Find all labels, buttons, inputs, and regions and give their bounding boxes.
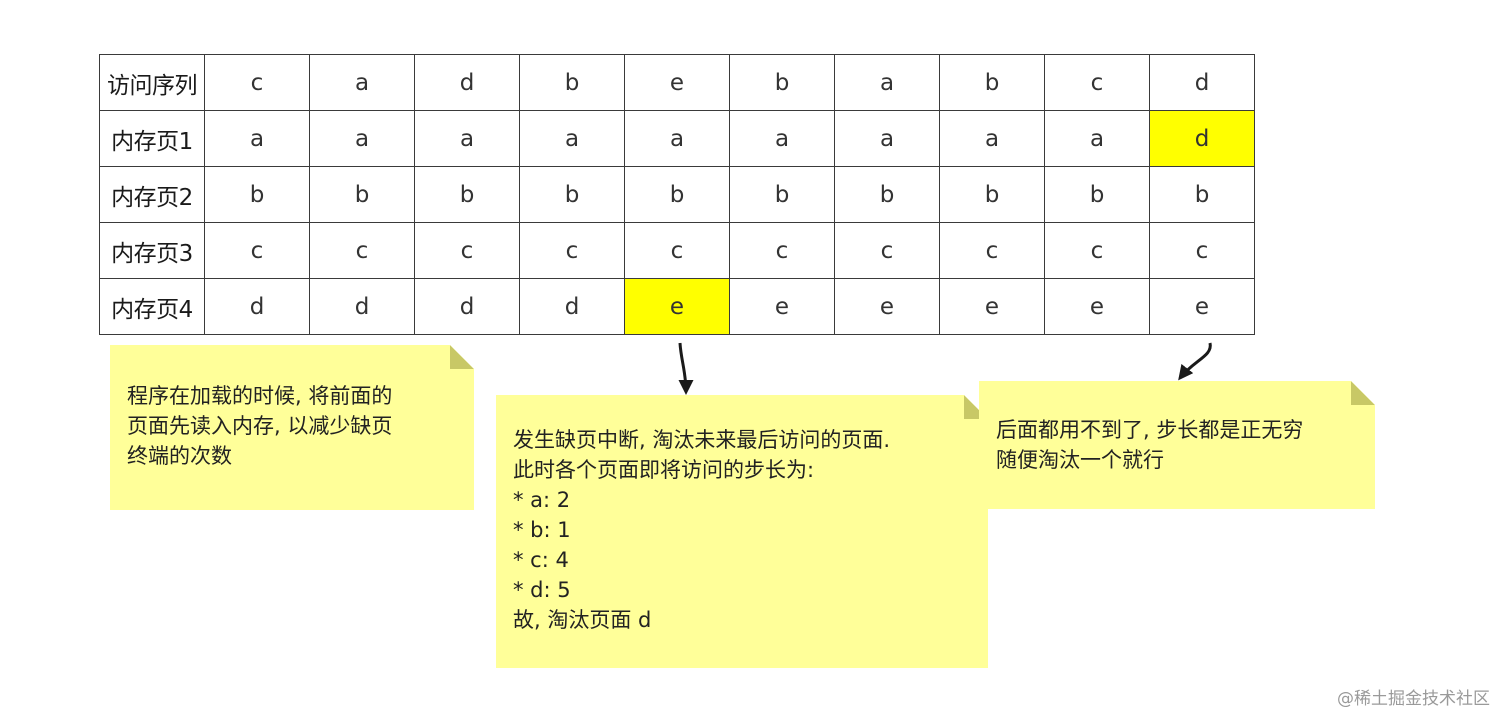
note-tail-text: 后面都用不到了, 步长都是正无穷 随便淘汰一个就行	[996, 418, 1304, 472]
table-cell: d	[519, 278, 625, 335]
table-cell: e	[624, 54, 730, 111]
table-cell: b	[834, 166, 940, 223]
table-cell: a	[624, 110, 730, 167]
note-page-fault-text: 发生缺页中断, 淘汰未来最后访问的页面. 此时各个页面即将访问的步长为: * a…	[513, 428, 891, 632]
note-preload: 程序在加载的时候, 将前面的 页面先读入内存, 以减少缺页 终端的次数	[110, 345, 474, 510]
table-cell: b	[1149, 166, 1255, 223]
table-cell: a	[834, 110, 940, 167]
table-cell: b	[519, 166, 625, 223]
table-cell: c	[939, 222, 1045, 279]
note-fold-corner	[450, 345, 474, 369]
table-cell: c	[1044, 222, 1150, 279]
arrow-to-fault-note	[678, 342, 694, 395]
table-cell: b	[939, 166, 1045, 223]
table-cell: e	[624, 278, 730, 335]
table-cell: b	[729, 166, 835, 223]
table-cell: b	[939, 54, 1045, 111]
table-cell: a	[939, 110, 1045, 167]
table-cell: c	[204, 222, 310, 279]
table-cell: d	[1149, 54, 1255, 111]
table-cell: c	[519, 222, 625, 279]
table-cell: e	[1044, 278, 1150, 335]
note-tail: 后面都用不到了, 步长都是正无穷 随便淘汰一个就行	[979, 381, 1375, 509]
table-cell: b	[414, 166, 520, 223]
note-fold-corner	[1351, 381, 1375, 405]
table-cell: b	[204, 166, 310, 223]
table-cell: a	[309, 110, 415, 167]
watermark: @稀土掘金技术社区	[1337, 689, 1490, 709]
table-cell: a	[729, 110, 835, 167]
table-cell: c	[834, 222, 940, 279]
table-cell: d	[414, 278, 520, 335]
table-cell: c	[414, 222, 520, 279]
table-cell: c	[729, 222, 835, 279]
table-cell: d	[414, 54, 520, 111]
row-label: 内存页4	[99, 278, 205, 335]
table-cell: e	[939, 278, 1045, 335]
table-cell: c	[204, 54, 310, 111]
table-cell: c	[624, 222, 730, 279]
row-label: 内存页1	[99, 110, 205, 167]
table-cell: e	[834, 278, 940, 335]
note-page-fault: 发生缺页中断, 淘汰未来最后访问的页面. 此时各个页面即将访问的步长为: * a…	[496, 395, 988, 668]
table-cell: b	[519, 54, 625, 111]
table-cell: a	[414, 110, 520, 167]
note-preload-text: 程序在加载的时候, 将前面的 页面先读入内存, 以减少缺页 终端的次数	[127, 384, 393, 468]
arrow-to-tail-note	[1178, 342, 1212, 381]
table-cell: d	[309, 278, 415, 335]
table-cell: d	[1149, 110, 1255, 167]
table-cell: b	[1044, 166, 1150, 223]
table-cell: c	[1149, 222, 1255, 279]
table-cell: e	[729, 278, 835, 335]
table-cell: a	[834, 54, 940, 111]
table-cell: b	[309, 166, 415, 223]
table-cell: a	[309, 54, 415, 111]
table-cell: d	[204, 278, 310, 335]
row-label: 内存页2	[99, 166, 205, 223]
row-label: 访问序列	[99, 54, 205, 111]
table-cell: b	[729, 54, 835, 111]
table-cell: c	[1044, 54, 1150, 111]
table-cell: c	[309, 222, 415, 279]
row-label: 内存页3	[99, 222, 205, 279]
table-cell: e	[1149, 278, 1255, 335]
table-cell: b	[624, 166, 730, 223]
table-cell: a	[519, 110, 625, 167]
table-cell: a	[204, 110, 310, 167]
table-cell: a	[1044, 110, 1150, 167]
